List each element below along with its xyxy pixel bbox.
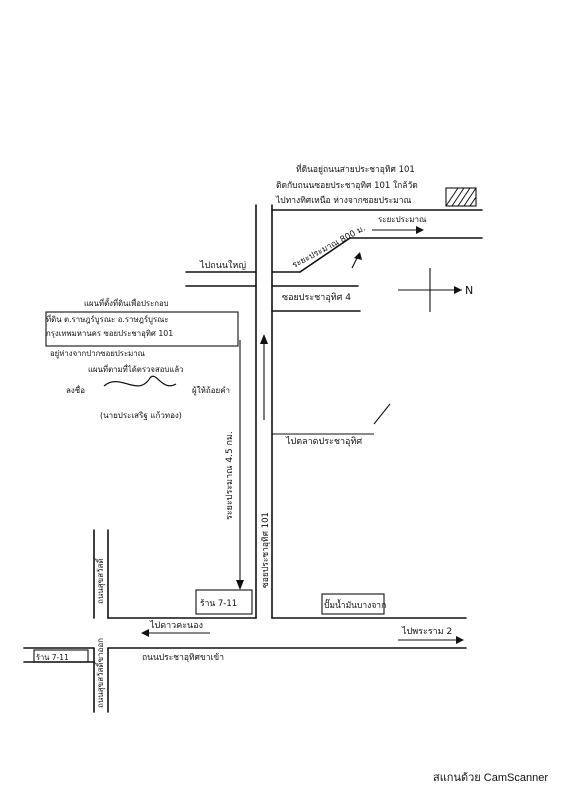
notes-left-box bbox=[45, 311, 239, 347]
bottom-soi-label: ถนนประชาอุทิศขาเข้า bbox=[142, 652, 224, 663]
note-left-line: กรุงเทพมหานคร ซอยประชาอุทิศ 101 bbox=[46, 329, 173, 338]
seven-eleven-label-2: ร้าน 7-11 bbox=[36, 653, 69, 662]
note-top-line: ที่ดินอยู่ถนนสายประชาอุทิศ 101 bbox=[296, 163, 415, 175]
main-road-label: ไปดาวคะนอง bbox=[149, 620, 203, 631]
arrow-left-icon bbox=[141, 629, 149, 637]
sign-role: ผู้ให้ถ้อยคำ bbox=[192, 386, 230, 396]
diagonal-road-edge bbox=[299, 237, 351, 273]
notes-top: ที่ดินอยู่ถนนสายประชาอุทิศ 101 ติดกับถนน… bbox=[275, 163, 418, 206]
land-plot-hatch bbox=[445, 187, 477, 207]
distance-45-label: ระยะประมาณ 4.5 กม. bbox=[225, 431, 235, 520]
arrow-down-icon bbox=[236, 580, 244, 590]
note-left-line: อยู่ห่างจากปากซอยประมาณ bbox=[50, 349, 145, 359]
compass-arrow-icon bbox=[454, 286, 462, 294]
gas-station-box bbox=[321, 593, 385, 615]
go-east-label: ไปพระราม 2 bbox=[401, 626, 452, 637]
scanner-footer: สแกนด้วย CamScanner bbox=[432, 772, 548, 784]
side-road-vertical-label: ถนนสุขสวัสดิ์ bbox=[94, 557, 105, 604]
distance-800-label: ระยะประมาณ 800 ม. bbox=[291, 224, 368, 271]
to-market-label: ไปตลาดประชาอุทิศ bbox=[285, 436, 362, 447]
north-label: N bbox=[465, 284, 473, 297]
soi-vertical-label: ซอยประชาอุทิศ 101 bbox=[261, 512, 271, 588]
go-to-highway-label: ไปถนนใหญ่ bbox=[199, 260, 246, 271]
note-top-line: ติดกับถนนซอยประชาอุทิศ 101 ใกล้วัด bbox=[276, 180, 418, 191]
notes-left: แผนที่ตั้งที่ดินเพื่อประกอบ ที่ดิน ต.ราษ… bbox=[46, 297, 184, 374]
arrow-up-right-icon bbox=[354, 252, 362, 260]
gas-station-label: ปั๊มน้ำมันบางจาก bbox=[324, 598, 386, 611]
note-left-line: แผนที่ตามที่ได้ตรวจสอบแล้ว bbox=[88, 364, 184, 374]
note-top-line: ไปทางทิศเหนือ ห่างจากซอยประมาณ bbox=[275, 195, 412, 206]
arrow-right-icon bbox=[416, 226, 424, 234]
sign-name: (นายประเสริฐ แก้วทอง) bbox=[100, 411, 182, 420]
arrow-up-icon bbox=[260, 334, 268, 344]
soi-4-label: ซอยประชาอุทิศ 4 bbox=[282, 292, 351, 303]
bottom-left-vertical-label: ถนนสุขสวัสดิ์ขาออก bbox=[94, 638, 105, 708]
seven-eleven-box-1 bbox=[195, 589, 253, 615]
seven-eleven-label-1: ร้าน 7-11 bbox=[200, 598, 237, 609]
note-left-line: ที่ดิน ต.ราษฎร์บูรณะ อ.ราษฎร์บูรณะ bbox=[46, 314, 169, 325]
arrow-right-icon-east bbox=[456, 636, 464, 644]
distance-short-label: ระยะประมาณ bbox=[378, 215, 427, 224]
seven-eleven-box-2 bbox=[33, 649, 89, 663]
signature-mark bbox=[103, 375, 177, 387]
note-left-line: แผนที่ตั้งที่ดินเพื่อประกอบ bbox=[84, 297, 169, 308]
sign-label: ลงชื่อ bbox=[66, 384, 85, 395]
market-road-branch bbox=[373, 403, 391, 425]
